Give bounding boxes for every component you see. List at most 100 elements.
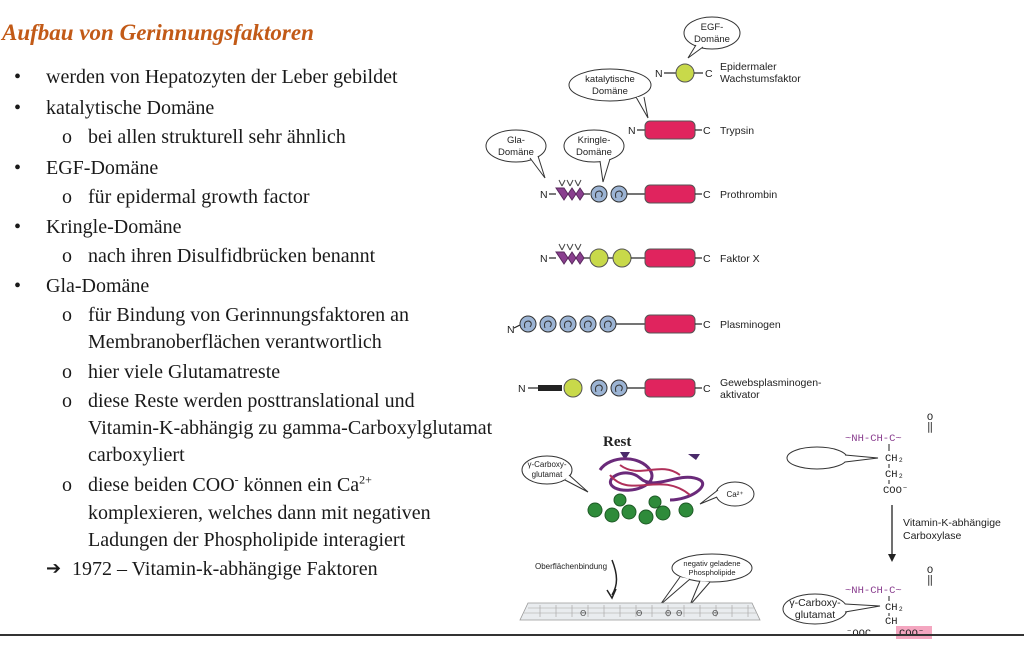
row-plasminogen: N C Plasminogen	[507, 314, 781, 336]
catalytic-domain-shape	[644, 378, 696, 398]
superscript: -	[234, 472, 239, 487]
bullet-text: Kringle-Domäne	[46, 216, 182, 238]
row-trypsin: N C Trypsin	[628, 120, 754, 140]
sub-bullet-text: hier viele Glutamatreste	[88, 361, 281, 383]
phospholipid-label: negativ geladene	[683, 559, 740, 568]
gla-callout-line1: Gla-	[507, 135, 525, 146]
ch2-group: CH₂	[885, 602, 904, 614]
phospholipid-callout: negativ geladene Phospholipide	[659, 553, 753, 606]
kringle-domain-shape	[610, 185, 628, 203]
ch2-group: CH₂	[885, 469, 904, 481]
c-terminus: C	[703, 253, 711, 265]
c-terminus: C	[703, 125, 711, 137]
kringle-domain-shape	[559, 315, 577, 333]
sub-bullet-text: diese Reste werden posttranslational und	[88, 390, 415, 412]
c-terminus: C	[703, 383, 711, 395]
oxygen-label: O	[927, 565, 933, 577]
n-terminus: N	[540, 253, 548, 265]
catalytic-callout-line2: Domäne	[592, 86, 628, 97]
kringle-callout-line2: Domäne	[576, 147, 612, 158]
negative-charge-icon: Θ	[636, 609, 642, 618]
enzyme-label: Carboxylase	[903, 530, 962, 542]
gla-domain-shape	[555, 187, 585, 201]
bullet-text: werden von Hepatozyten der Leber gebilde…	[46, 66, 398, 88]
catalytic-callout-line1: katalytische	[585, 74, 635, 85]
glutamate-backbone: ~NH-CH-C~	[845, 433, 902, 445]
carboxy-label: glutamat	[532, 470, 563, 479]
trypsin-label: Trypsin	[720, 125, 754, 137]
membrane-binding-diagram: Rest γ-Carboxy- glutamat Ca²⁺ Oberf	[519, 434, 761, 621]
finger-domain-shape	[538, 385, 562, 391]
oxygen-label: O	[927, 412, 933, 424]
plasminogen-label: Plasminogen	[720, 319, 781, 331]
calcium-callout: Ca²⁺	[699, 481, 755, 507]
sub-bullet-text: carboxyliert	[88, 444, 185, 466]
kringle-domain-shape	[590, 379, 608, 397]
bullet-dot: •	[14, 216, 22, 238]
sub-bullet-circle: o	[62, 390, 72, 412]
c-terminus: C	[705, 68, 713, 80]
arrow-right-icon: ➔	[46, 558, 62, 579]
sub-bullet-circle: o	[62, 361, 72, 383]
gla-callout: Gla- Domäne	[485, 129, 547, 179]
catalytic-domain-shape	[644, 120, 696, 140]
bullet-dot: •	[14, 97, 22, 119]
egf-domain-shape	[589, 248, 609, 268]
gla-domain-shape	[555, 251, 585, 265]
gamma-carboxyglutamate-callout: γ-Carboxy- glutamat	[782, 593, 881, 625]
n-terminus: N	[507, 324, 515, 336]
egf-domain-shape	[675, 63, 695, 83]
kringle-domain-shape	[539, 315, 557, 333]
sub-bullet-circle: o	[62, 186, 72, 208]
calcium-label: Ca²⁺	[726, 490, 743, 499]
carboxy-label: γ-Carboxy-	[527, 460, 566, 469]
kringle-domain-shape	[599, 315, 617, 333]
bullet-text: EGF-Domäne	[46, 157, 159, 179]
sub-bullet-text: bei allen strukturell sehr ähnlich	[88, 126, 346, 148]
catalytic-domain-shape	[644, 314, 696, 334]
carboxylation-reaction: O ‖ ~NH-CH-C~ CH₂ CH₂ COO⁻ Vitamin-K-abh…	[782, 412, 1001, 640]
domain-structure-diagram: EGF- Domäne N C Epidermaler Wachstumsfak…	[485, 16, 822, 401]
ch-group: CH	[885, 616, 898, 628]
egf-callout-line2: Domäne	[694, 34, 730, 45]
bottom-divider	[0, 634, 1024, 636]
rest-label: Rest	[603, 434, 631, 450]
sub-bullet-text: für epidermal growth factor	[88, 186, 310, 208]
sub-bullet-circle: o	[62, 245, 72, 267]
bullet-dot: •	[14, 157, 22, 179]
catalytic-domain-shape	[644, 248, 696, 268]
row-tpa: N C Gewebsplasminogen- aktivator	[518, 377, 822, 401]
glutamate-callout	[786, 446, 879, 470]
carboxyglutamate-backbone: ~NH-CH-C~	[845, 585, 902, 597]
faktor-x-label: Faktor X	[720, 253, 760, 265]
egf-domain-shape	[563, 378, 583, 398]
sub-bullet-text: Ladungen der Phospholipide interagiert	[88, 529, 406, 551]
prothrombin-label: Prothrombin	[720, 189, 777, 201]
carboxylate-group: COO⁻	[883, 485, 908, 497]
superscript: 2+	[359, 472, 372, 487]
text-part: können ein Ca	[238, 474, 360, 496]
negative-charge-icon: Θ	[712, 609, 718, 618]
catalytic-callout: katalytische Domäne	[568, 68, 652, 119]
tpa-label: Gewebsplasminogen-	[720, 377, 822, 389]
sub-bullet-text: diese beiden COO- können ein Ca2+	[88, 472, 372, 497]
double-bond: ‖	[927, 422, 933, 434]
bullet-list: • werden von Hepatozyten der Leber gebil…	[14, 66, 492, 580]
kringle-domain-shape	[610, 379, 628, 397]
double-bond: ‖	[927, 575, 933, 587]
n-terminus: N	[518, 383, 526, 395]
egf-domain-shape	[612, 248, 632, 268]
bullet-text: Gla-Domäne	[46, 275, 150, 297]
text-part: diese beiden COO	[88, 474, 235, 496]
row-egf: N C Epidermaler Wachstumsfaktor	[655, 61, 801, 85]
summary-text: 1972 – Vitamin-k-abhängige Faktoren	[72, 558, 378, 580]
n-terminus: N	[540, 189, 548, 201]
kringle-callout: Kringle- Domäne	[563, 129, 625, 183]
bullet-dot: •	[14, 275, 22, 297]
bullet-dot: •	[14, 66, 22, 88]
egf-label: Wachstumsfaktor	[720, 73, 801, 85]
carboxyglutamate-callout: γ-Carboxy- glutamat	[521, 455, 589, 493]
gla-callout-line2: Domäne	[498, 147, 534, 158]
negative-charge-icon: Θ	[676, 609, 682, 618]
c-terminus: C	[703, 189, 711, 201]
